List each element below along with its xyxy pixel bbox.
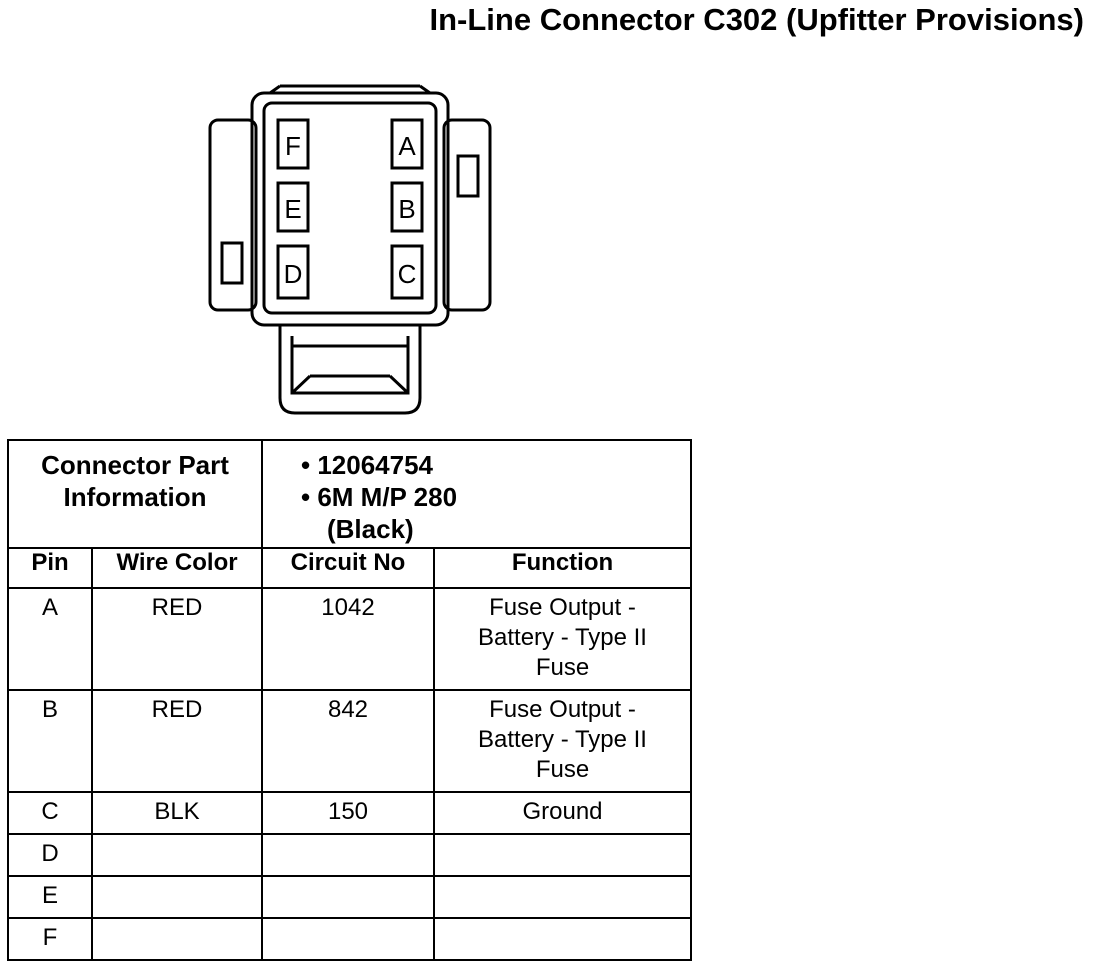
table-row: F xyxy=(7,917,692,961)
function-line: Battery - Type II xyxy=(478,726,647,753)
part-info-row: Connector Part Information • 12064754 • … xyxy=(7,439,692,549)
function-line: Fuse xyxy=(535,654,590,681)
function-cell xyxy=(433,833,692,877)
wire-color-cell: BLK xyxy=(91,791,263,835)
function-cell: Ground xyxy=(433,791,692,835)
page-title: In-Line Connector C302 (Upfitter Provisi… xyxy=(429,2,1084,37)
function-cell: Fuse Output - Battery - Type II Fuse xyxy=(433,587,692,691)
circuit-cell xyxy=(261,875,435,919)
part-number: • 12064754 xyxy=(301,450,434,480)
col-header-function: Function xyxy=(433,547,692,589)
circuit-cell: 150 xyxy=(261,791,435,835)
cavity-label-d: D xyxy=(284,259,303,289)
connector-pinout-table: Connector Part Information • 12064754 • … xyxy=(7,439,692,961)
part-info-label-line2: Information xyxy=(63,482,207,512)
part-info-label: Connector Part Information xyxy=(7,439,263,549)
col-header-pin: Pin xyxy=(7,547,93,589)
part-info-label-line1: Connector Part xyxy=(41,450,229,480)
cavity-label-e: E xyxy=(284,194,301,224)
circuit-cell: 842 xyxy=(261,689,435,793)
function-cell xyxy=(433,875,692,919)
table-row: C BLK 150 Ground xyxy=(7,791,692,835)
table-row: B RED 842 Fuse Output - Battery - Type I… xyxy=(7,689,692,793)
pin-cell: A xyxy=(7,587,93,691)
part-info-values: • 12064754 • 6M M/P 280 (Black) xyxy=(261,439,692,549)
column-header-row: Pin Wire Color Circuit No Function xyxy=(7,547,692,589)
function-cell xyxy=(433,917,692,961)
function-line: Fuse xyxy=(535,756,590,783)
col-header-circuit-no: Circuit No xyxy=(261,547,435,589)
circuit-cell xyxy=(261,917,435,961)
pin-cell: E xyxy=(7,875,93,919)
function-line: Fuse Output - xyxy=(489,696,636,723)
wire-color-cell xyxy=(91,875,263,919)
cavity-label-b: B xyxy=(398,194,415,224)
cavity-label-a: A xyxy=(398,131,416,161)
pin-cell: B xyxy=(7,689,93,793)
part-description: • 6M M/P 280 xyxy=(301,482,458,512)
col-header-wire-color: Wire Color xyxy=(91,547,263,589)
table-row: A RED 1042 Fuse Output - Battery - Type … xyxy=(7,587,692,691)
wire-color-cell: RED xyxy=(91,689,263,793)
circuit-cell: 1042 xyxy=(261,587,435,691)
function-line: Battery - Type II xyxy=(478,624,647,651)
wire-color-cell xyxy=(91,917,263,961)
table-row: D xyxy=(7,833,692,877)
circuit-cell xyxy=(261,833,435,877)
wire-color-cell: RED xyxy=(91,587,263,691)
pin-cell: D xyxy=(7,833,93,877)
connector-face-diagram: F E D A B C xyxy=(208,84,492,415)
function-line: Fuse Output - xyxy=(489,594,636,621)
cavities-left xyxy=(276,118,424,300)
table-row: E xyxy=(7,875,692,919)
part-color: (Black) xyxy=(327,514,414,544)
cavity-label-c: C xyxy=(398,259,417,289)
pin-cell: F xyxy=(7,917,93,961)
pin-cell: C xyxy=(7,791,93,835)
wire-color-cell xyxy=(91,833,263,877)
function-cell: Fuse Output - Battery - Type II Fuse xyxy=(433,689,692,793)
cavity-label-f: F xyxy=(285,131,301,161)
